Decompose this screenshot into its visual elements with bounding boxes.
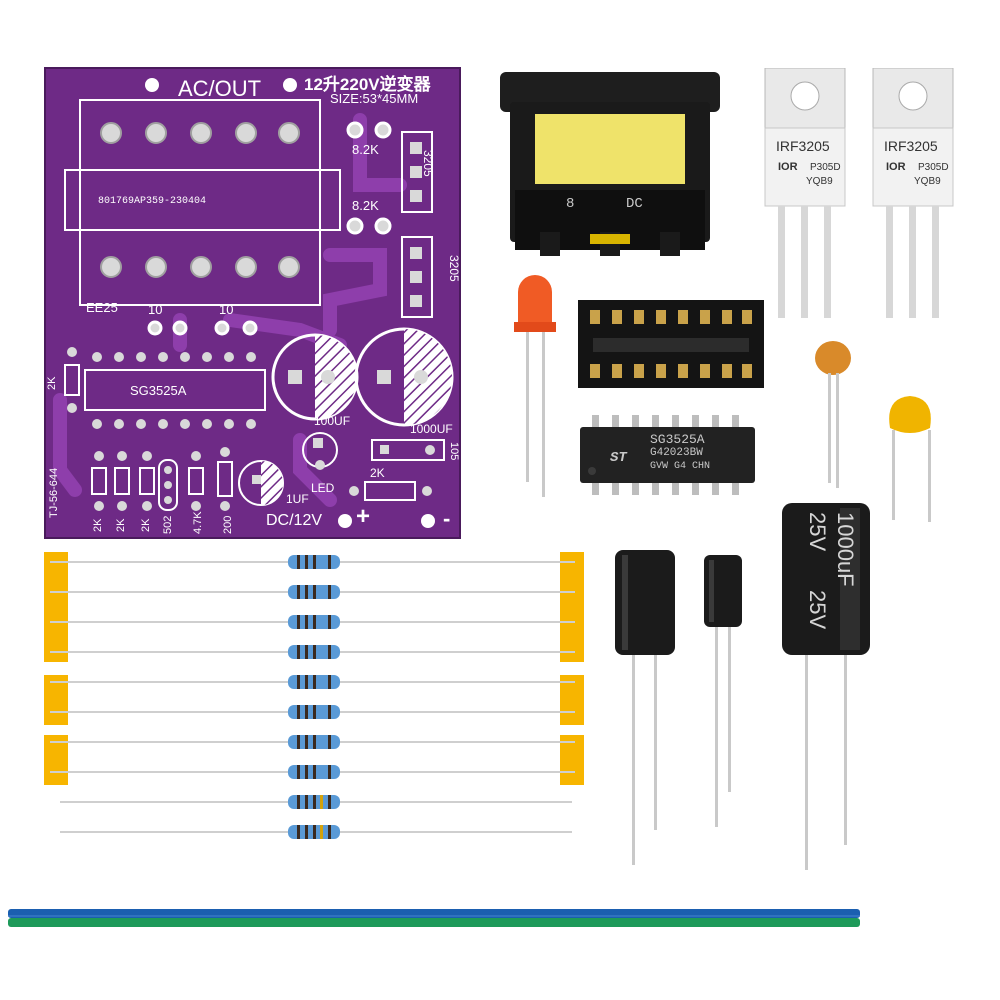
transformer [500,72,720,256]
sg3525a-chip [580,415,755,495]
electrolytic-cap-medium [615,550,675,865]
pcb-r10-b: 10 [219,302,234,317]
pcb-size: SIZE:53*45MM [330,91,419,106]
mosfet-right-brand: IOR [886,161,906,173]
mosfet-right-part: IRF3205 [884,138,938,154]
mosfet-left-lot: YQB9 [806,176,833,187]
mosfet-left-code: P305D [810,162,841,173]
mosfet-right-code: P305D [918,162,949,173]
mosfet-left-brand: IOR [778,161,798,173]
cap-large-voltage-2: 25V [805,590,830,630]
pcb-r2k-3: 2K [140,518,152,532]
pcb-r10-a: 10 [148,302,163,317]
pcb-res-82k-b: 8.2K [352,198,379,213]
ic-socket [578,300,764,388]
pcb-r200: 200 [222,515,234,534]
resistor-strip [44,552,584,839]
pcb-ic-label: SG3525A [130,383,187,398]
pcb-plus: + [356,503,371,530]
pcb-c100uf: 100UF [314,414,351,428]
chip-line2: G42023BW [650,447,703,459]
pcb-transformer-code: 801769AP359-230404 [98,196,207,207]
pcb-title: 12升220V逆变器 [304,75,431,94]
pcb-r47k: 4.7K [192,511,204,534]
pcb-r502: 502 [162,515,174,534]
transformer-mark-2: DC [626,196,643,212]
electrolytic-cap-small [704,555,742,827]
ceramic-cap-yellow [889,396,931,522]
pcb-r2k-1: 2K [92,518,104,532]
chip-name: SG3525A [650,432,705,447]
pcb-c105: 105 [448,442,460,461]
mosfet-left [764,68,846,318]
transformer-mark-1: 8 [566,196,575,212]
pcb-mos-b: 3205 [447,255,461,282]
pcb-c1uf: 1UF [286,492,309,506]
pcb-r2k-2: 2K [115,518,127,532]
pcb-code: TJ-56-644 [48,467,60,518]
pcb-r2k-side: 2K [46,376,58,390]
cap-large-voltage: 25V [805,512,830,552]
ceramic-cap-orange [815,341,851,488]
pcb-ac-out-label: AC/OUT [178,76,262,101]
chip-st-logo-icon: ST [610,450,627,466]
mosfet-right-lot: YQB9 [914,176,941,187]
pcb-res-82k-a: 8.2K [352,142,379,157]
wire-pair [8,909,860,927]
pcb-led-label: LED [311,481,335,495]
mosfet-right [872,68,954,318]
chip-line3: GVW G4 CHN [650,461,711,472]
pcb-minus: - [443,506,451,531]
pcb-r2k-led: 2K [370,466,385,480]
red-led [514,275,556,497]
pcb-c1000uf: 1000UF [410,422,453,436]
pcb-mos-a: 3205 [421,150,435,177]
pcb-dc-label: DC/12V [266,512,323,529]
pcb-ee25: EE25 [86,300,118,315]
cap-large-value: 1000uF [833,512,858,587]
mosfet-left-part: IRF3205 [776,138,830,154]
electrolytic-cap-large [782,503,870,870]
